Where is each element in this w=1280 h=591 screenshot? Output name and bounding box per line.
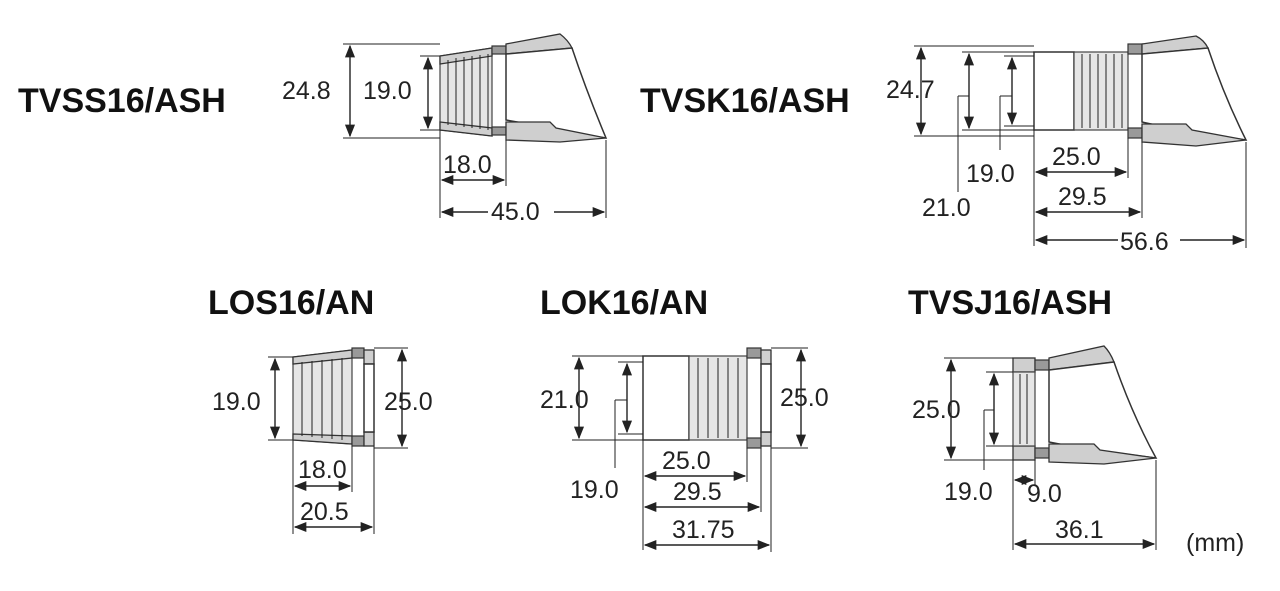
lok-drawing (642, 347, 772, 449)
dim-inner-diameter: 19.0 (363, 77, 412, 105)
part-title: TVSK16/ASH (640, 82, 850, 120)
tvsj-dimensions: 25.0 19.0 9.0 36.1 (912, 357, 1157, 550)
dim-inner-diameter: 19.0 (570, 476, 619, 504)
dim-outer-diameter: 25.0 (384, 388, 433, 416)
tvsk-dimensions: 24.7 21.0 19.0 25.0 29.5 56.6 (886, 45, 1247, 256)
dim-thread-length: 18.0 (298, 456, 347, 484)
dim-outer-diameter: 25.0 (912, 396, 961, 424)
part-tvsk16-ash: TVSK16/ASH 24.7 21.0 (640, 35, 1248, 256)
dim-thread-length: 18.0 (443, 151, 492, 179)
dim-outer-diameter: 24.7 (886, 76, 935, 104)
dim-length-a: 9.0 (1027, 480, 1062, 508)
unit-label: (mm) (1186, 529, 1244, 557)
dim-length-a: 25.0 (1052, 143, 1101, 171)
dim-mid-diameter: 21.0 (540, 386, 589, 414)
dim-length-b: 29.5 (1058, 183, 1107, 211)
dim-mid-diameter: 21.0 (922, 194, 971, 222)
dim-total-length: 36.1 (1055, 516, 1104, 544)
dim-inner-diameter: 19.0 (944, 478, 993, 506)
tvsk-drawing (1033, 35, 1248, 147)
lok-dimensions: 21.0 19.0 25.0 25.0 29.5 31.75 (540, 347, 829, 552)
tvsj-drawing (1012, 345, 1158, 465)
part-tvsj16-ash: TVSJ16/ASH 25.0 19.0 (908, 284, 1158, 550)
dim-total-length: 31.75 (672, 516, 735, 544)
part-title: TVSS16/ASH (18, 82, 226, 120)
los-drawing (292, 347, 375, 447)
part-title: TVSJ16/ASH (908, 284, 1112, 322)
dim-length-a: 25.0 (662, 447, 711, 475)
part-lok16-an: LOK16/AN 21.0 19.0 (540, 284, 829, 552)
dim-total-length: 56.6 (1120, 228, 1169, 256)
dim-outer-diameter: 25.0 (780, 384, 829, 412)
dim-total-length: 20.5 (300, 498, 349, 526)
part-title: LOK16/AN (540, 284, 708, 322)
tvss-drawing (439, 33, 608, 143)
dim-inner-diameter: 19.0 (966, 160, 1015, 188)
part-tvss16-ash: TVSS16/ASH 24.8 (18, 33, 608, 226)
part-title: LOS16/AN (208, 284, 374, 322)
tvss-dimensions: 24.8 19.0 18.0 45.0 (282, 43, 607, 226)
dim-total-length: 45.0 (491, 198, 540, 226)
dim-length-b: 29.5 (673, 478, 722, 506)
dim-outer-diameter: 24.8 (282, 77, 331, 105)
part-los16-an: LOS16/AN 19.0 25.0 (208, 284, 433, 534)
los-dimensions: 19.0 25.0 18.0 20.5 (212, 347, 433, 534)
dim-inner-diameter: 19.0 (212, 388, 261, 416)
